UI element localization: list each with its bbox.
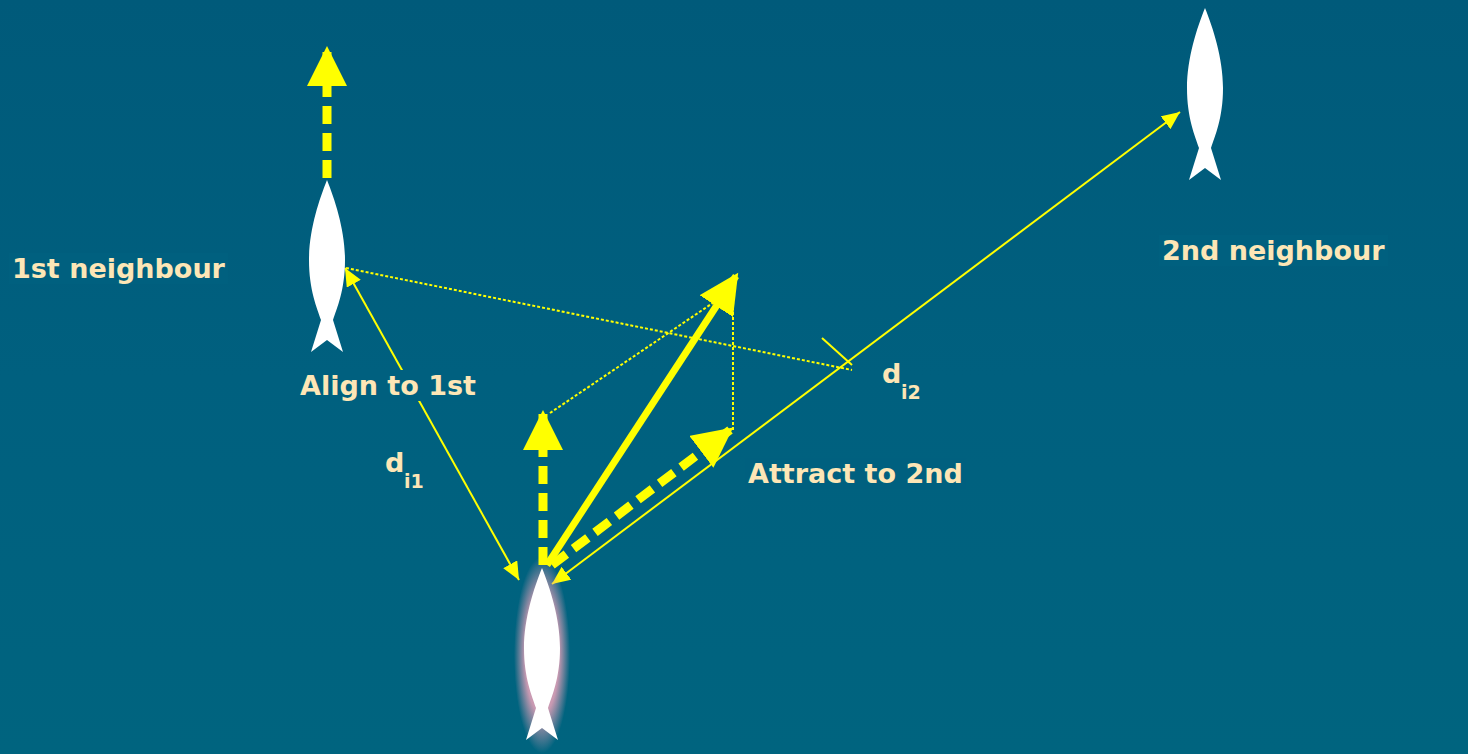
rule-label: Align to 1st xyxy=(297,370,479,401)
distance-subscript: i2 xyxy=(898,382,924,404)
perpendicular-line xyxy=(346,268,852,370)
heading-vector xyxy=(323,50,332,178)
rule-label: Attract to 2nd xyxy=(745,458,966,489)
resultant-vector xyxy=(547,276,736,565)
neighbour-fish xyxy=(309,180,345,352)
construction-line xyxy=(550,290,732,413)
focal-fish-glow xyxy=(514,557,570,753)
neighbour-label: 1st neighbour xyxy=(9,253,228,284)
right-angle-mark xyxy=(822,338,852,365)
focal-fish xyxy=(524,568,560,740)
distance-line xyxy=(345,268,519,580)
distance-subscript: i1 xyxy=(401,471,427,493)
attract-vector xyxy=(552,430,730,565)
distance-symbol: d xyxy=(382,447,407,478)
neighbour-fish xyxy=(1187,8,1223,180)
align-vector xyxy=(539,414,548,565)
distance-symbol: d xyxy=(879,358,904,389)
construction-line xyxy=(732,292,734,430)
neighbour-label: 2nd neighbour xyxy=(1159,235,1388,266)
